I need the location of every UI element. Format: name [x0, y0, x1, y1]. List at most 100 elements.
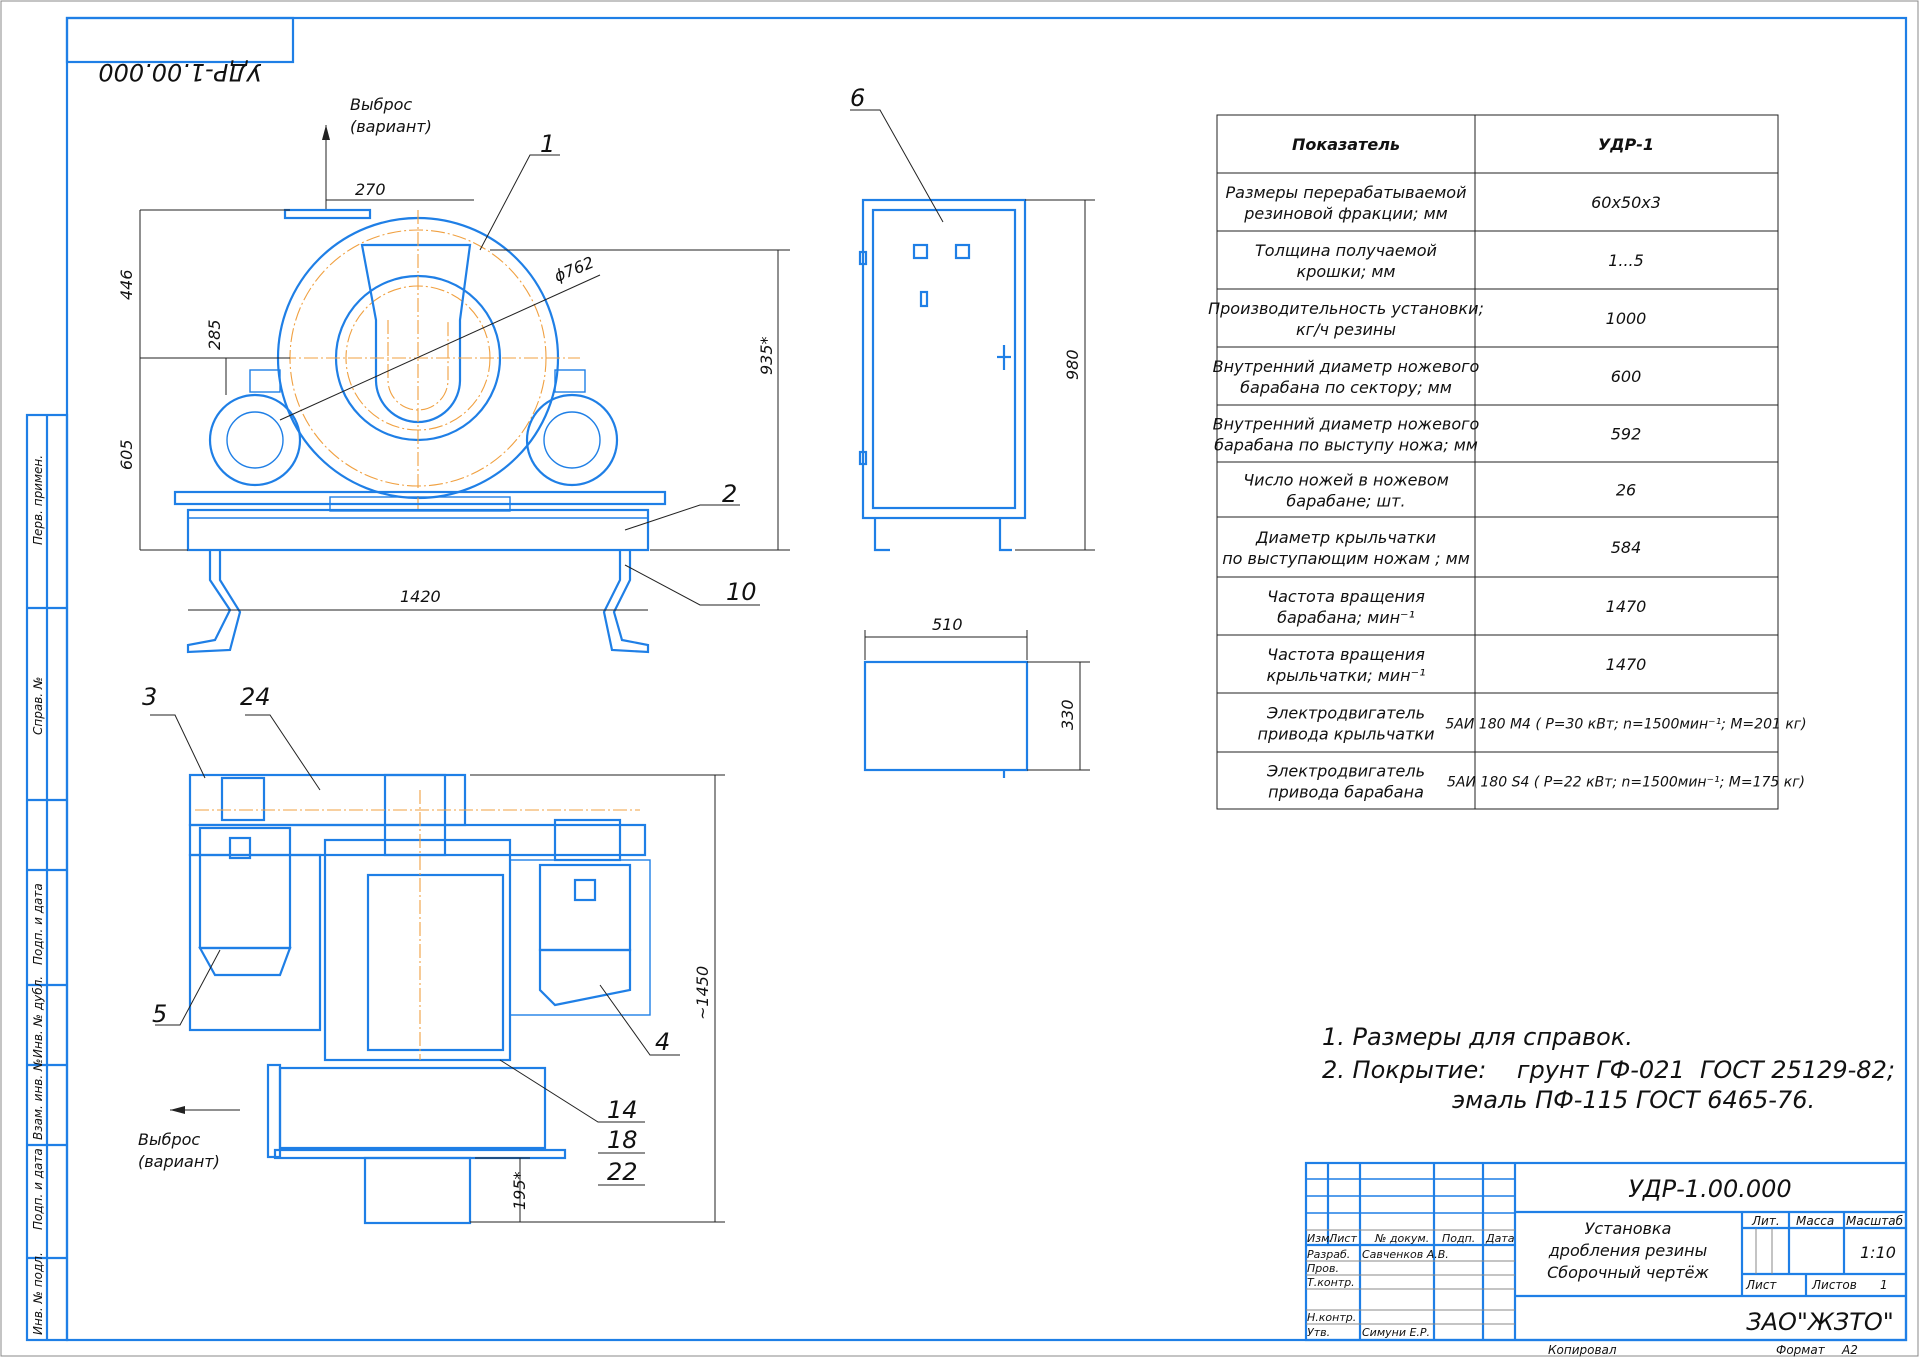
callout-18: 18 — [607, 1126, 638, 1154]
callout-1: 1 — [540, 130, 555, 158]
note-1: 1. Размеры для справок. — [1322, 1023, 1633, 1051]
dim-446: 446 — [117, 269, 136, 300]
motor-drum — [366, 873, 505, 1052]
motor-fan — [198, 826, 292, 950]
strip-label: Подп. и дата — [31, 1148, 45, 1230]
tb-sheets: 1 — [1880, 1278, 1888, 1292]
dim-510: 510 — [932, 615, 963, 634]
notes: 1. Размеры для справок. 2. Покрытие: гру… — [1322, 1023, 1895, 1114]
tb-col: Подп. — [1442, 1232, 1475, 1245]
table-param: Частота вращения — [1267, 587, 1425, 606]
table-param: привода крыльчатки — [1258, 725, 1435, 744]
tb-approver: Симуни Е.Р. — [1362, 1326, 1430, 1339]
tb-name: Сборочный чертёж — [1547, 1263, 1709, 1282]
table-value: 1000 — [1606, 309, 1647, 328]
control-cabinet — [861, 198, 1027, 520]
tb-col: Изм. — [1307, 1232, 1333, 1245]
base-frame — [186, 508, 650, 552]
side-strip: Перв. примен. Справ. № Подп. и дата Инв.… — [25, 413, 69, 1342]
dim-980: 980 — [1063, 349, 1082, 380]
tb-name: Установка — [1585, 1219, 1672, 1238]
callout-6: 6 — [850, 84, 865, 112]
table-param: Размеры перерабатываемой — [1226, 183, 1467, 202]
note-2-cont: эмаль ПФ-115 ГОСТ 6465-76. — [1452, 1086, 1815, 1114]
discharge-label: Выброс — [138, 1130, 200, 1149]
drawing-frame — [65, 16, 1908, 1342]
left-fan — [208, 393, 302, 487]
dim-195: 195* — [510, 1171, 529, 1210]
tb-col: Лист — [1328, 1232, 1357, 1245]
table-param: Электродвигатель — [1266, 704, 1425, 723]
tb-col: № докум. — [1374, 1232, 1429, 1245]
discharge-label: (вариант) — [350, 117, 432, 136]
dim-330: 330 — [1058, 699, 1077, 730]
tb-col: Дата — [1485, 1232, 1515, 1245]
table-header: УДР-1 — [1598, 135, 1654, 154]
table-param: резиновой фракции; мм — [1243, 204, 1447, 223]
callout-3: 3 — [142, 683, 157, 711]
table-param: барабана по выступу ножа; мм — [1214, 436, 1478, 455]
note-2: 2. Покрытие: грунт ГФ-021 ГОСТ 25129-82; — [1322, 1056, 1895, 1084]
tb-role: Разраб. — [1307, 1248, 1350, 1261]
top-stamp: УДР-1.00.000 — [65, 16, 295, 86]
belt-pulley — [220, 776, 266, 822]
table-param: крошки; мм — [1297, 262, 1396, 281]
mirrored-code: УДР-1.00.000 — [98, 58, 261, 86]
discharge-label: Выброс — [350, 95, 412, 114]
callout-5: 5 — [152, 1000, 167, 1028]
table-param: Внутренний диаметр ножевого — [1213, 357, 1480, 376]
table-param: барабана по сектору; мм — [1240, 378, 1452, 397]
tb-role: Пров. — [1307, 1262, 1339, 1275]
callout-22: 22 — [607, 1158, 638, 1186]
table-param: привода барабана — [1268, 783, 1424, 802]
table-param: Внутренний диаметр ножевого — [1213, 415, 1480, 434]
table-value: 26 — [1616, 481, 1636, 500]
strip-label: Взам. инв. № — [31, 1059, 45, 1140]
right-leg — [602, 550, 650, 654]
table-value: 584 — [1611, 538, 1642, 557]
discharge-chute — [278, 1066, 547, 1150]
spec-table: Показатель УДР-1 Размеры перерабатываемо… — [1208, 114, 1807, 810]
tb-format-label: Формат — [1776, 1343, 1826, 1357]
table-header: Показатель — [1292, 135, 1400, 154]
dim-285: 285 — [205, 319, 224, 350]
table-param: Частота вращения — [1267, 645, 1425, 664]
tb-role: Н.контр. — [1307, 1311, 1356, 1324]
table-param: Число ножей в ножевом — [1243, 471, 1449, 490]
tb-sheet: Лист — [1745, 1278, 1777, 1292]
table-param: Производительность установки; — [1208, 299, 1484, 318]
table-value: 600 — [1611, 367, 1642, 386]
strip-label: Справ. № — [31, 677, 45, 735]
table-param: барабана; мин⁻¹ — [1277, 608, 1415, 627]
tb-company: ЗАО"ЖЗТО" — [1746, 1308, 1894, 1336]
table-param: крыльчатки; мин⁻¹ — [1266, 666, 1425, 685]
tb-role: Утв. — [1307, 1326, 1330, 1339]
table-param: кг/ч резины — [1296, 320, 1396, 339]
table-value: 1470 — [1606, 597, 1647, 616]
dim-762: ϕ762 — [551, 253, 596, 286]
crossbar-frame — [188, 853, 322, 1032]
table-param: Диаметр крыльчатки — [1255, 528, 1436, 547]
discharge-label: (вариант) — [138, 1152, 220, 1171]
tb-code: УДР-1.00.000 — [1628, 1175, 1791, 1203]
table-value: 5АИ 180 М4 ( Р=30 кВт; n=1500мин⁻¹; М=20… — [1445, 717, 1806, 733]
table-value: 592 — [1611, 425, 1642, 444]
strip-label: Перв. примен. — [31, 455, 45, 545]
cabinet-top-view — [863, 660, 1029, 772]
motor-impeller — [538, 863, 632, 952]
front-view: Выброс (вариант) 446 605 285 270 ϕ762 — [117, 95, 790, 654]
left-leg — [186, 550, 242, 654]
dim-270: 270 — [355, 180, 386, 199]
table-param: Электродвигатель — [1266, 762, 1425, 781]
tb-scale: 1:10 — [1860, 1243, 1896, 1262]
dim-1450: ~1450 — [693, 966, 712, 1020]
tb-mass: Масса — [1796, 1214, 1834, 1228]
plan-view: Выброс (вариант) ~1450 195* 3 24 5 4 14 … — [138, 683, 725, 1225]
tb-format: А2 — [1841, 1343, 1858, 1357]
table-param: по выступающим ножам ; мм — [1222, 549, 1470, 568]
callout-2: 2 — [722, 480, 737, 508]
feed-hopper — [360, 243, 472, 424]
strip-label: Инв. № подл. — [31, 1252, 45, 1335]
